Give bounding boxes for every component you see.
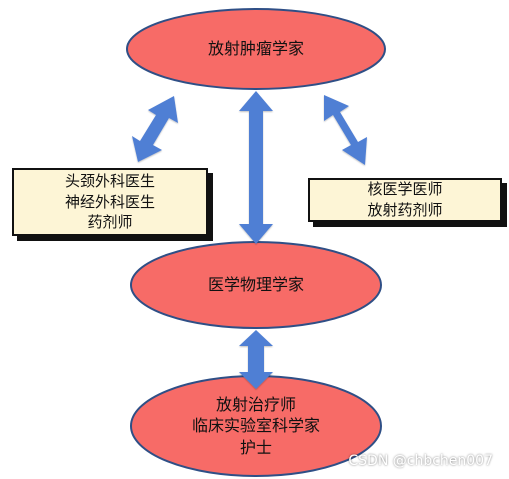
node-therapist-line-2: 临床实验室科学家 [191, 416, 320, 436]
double-arrow-top-right [324, 95, 367, 165]
ellipse-top [126, 8, 386, 90]
box-left-line-1: 头颈外科医生 [64, 171, 155, 190]
double-arrow-top-middle [239, 91, 273, 244]
watermark-text: CSDN @chbchen007 [348, 453, 493, 469]
node-radiation-oncologist-label: 放射肿瘤学家 [207, 39, 304, 59]
box-left-line-3: 药剂师 [87, 213, 133, 232]
box-left-line-2: 神经外科医生 [64, 192, 155, 211]
node-therapist-group: 放射治疗师 临床实验室科学家 护士 [131, 376, 381, 476]
node-therapist-line-1: 放射治疗师 [215, 394, 296, 414]
box-right-line-2: 放射药剂师 [367, 201, 443, 219]
box-right-line-1: 核医学医师 [367, 180, 443, 199]
box-left-specialists: 头颈外科医生 神经外科医生 药剂师 [12, 168, 208, 236]
double-arrow-middle-bottom [239, 330, 273, 389]
box-right-specialists: 核医学医师 放射药剂师 [308, 178, 502, 222]
node-medical-physicist-label: 医学物理学家 [207, 275, 304, 295]
double-arrow-top-left [132, 96, 178, 162]
node-therapist-line-3: 护士 [239, 437, 272, 457]
node-medical-physicist: 医学物理学家 [131, 242, 381, 328]
node-radiation-oncologist: 放射肿瘤学家 [127, 9, 385, 89]
